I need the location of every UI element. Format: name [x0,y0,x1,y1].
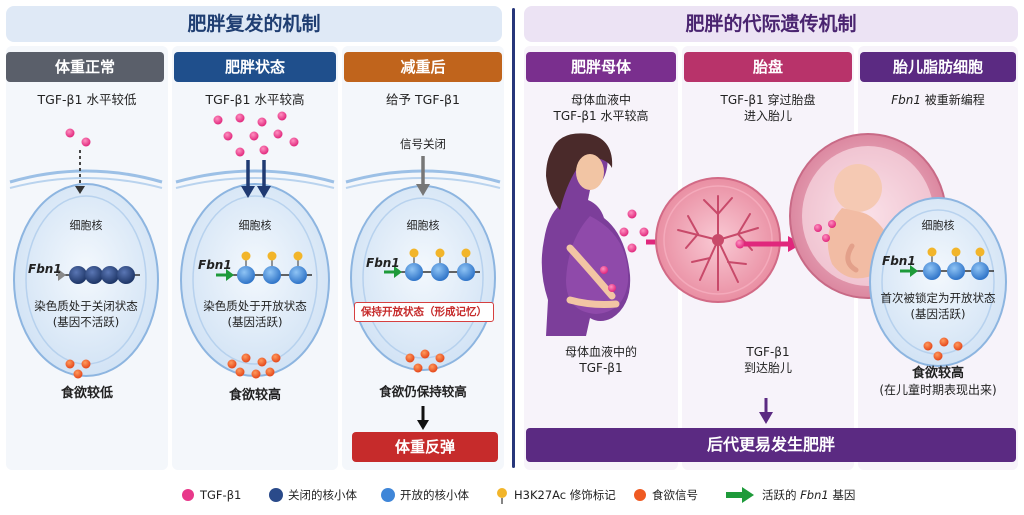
desc-obese: TGF-β1 水平较高 [205,92,305,107]
desc-placenta: TGF-β1 穿过胎盘 进入胎儿 [682,92,854,124]
desc-placenta-line1: TGF-β1 穿过胎盘 [720,93,816,107]
outcome-after-loss: 食欲仍保持较高 [379,384,467,399]
right-section-title: 肥胖的代际遗传机制 [524,6,1018,42]
nucleus-label-after-loss: 细胞核 [406,219,440,232]
appetite-dots-fetal [923,337,963,361]
header-obese: 肥胖状态 [174,52,336,82]
header-normal: 体重正常 [6,52,164,82]
desc-fetal-fat: Fbn1 被重新编程 [858,92,1018,108]
placenta-bottom-line2: 到达胎儿 [743,361,792,375]
green-arrow-icon [726,487,754,503]
dark-nucleosome-icon [269,488,283,502]
yellow-pin-icon [497,488,507,504]
legend: TGF-β1 关闭的核小体 开放的核小体 H3K27Ac 修饰标记 食欲信号 活… [0,478,1024,512]
desc-fetal-gene: Fbn1 [891,93,921,107]
legend-active-prefix: 活跃的 [762,488,801,502]
gene-label-obese: Fbn1 [198,258,232,272]
legend-closed-label: 关闭的核小体 [288,488,357,502]
placenta-illustration [655,177,781,303]
double-arrow-obese [241,160,271,198]
state-fetal-line2: (基因活跃) [910,307,966,321]
placenta-bottom-label: TGF-β1 到达胎儿 [682,344,854,376]
state-normal-line1: 染色质处于关闭状态 [34,299,138,313]
cell-after-loss [345,169,501,371]
gray-arrow-after-loss [416,156,430,196]
legend-mark-label: H3K27Ac 修饰标记 [514,488,616,502]
legend-active-suffix: 基因 [828,488,856,502]
tgf-dots-mother [619,209,649,253]
gene-label-fetal: Fbn1 [882,254,916,268]
outcome-fetal-line2: (在儿童时期表现出来) [879,383,997,397]
state-obese-line1: 染色质处于开放状态 [203,299,307,313]
outcome-obese: 食欲较高 [228,388,281,403]
state-obese-line2: (基因活跃) [227,315,283,329]
tgf-dots-obese [213,111,299,157]
state-normal: 染色质处于关闭状态 (基因不活跃) [16,298,156,330]
legend-open-label: 开放的核小体 [400,488,469,502]
pink-dot-icon [182,489,194,501]
mother-bottom-label: 母体血液中的 TGF-β1 [524,344,678,376]
gene-label-after-loss: Fbn1 [366,256,400,270]
desc-normal: TGF-β1 水平较低 [37,92,137,107]
state-fetal: 首次被锁定为开放状态 (基因活跃) [866,290,1010,322]
nucleus-label-normal: 细胞核 [69,219,103,232]
state-fetal-line1: 首次被锁定为开放状态 [880,291,996,305]
nucleus-label-obese: 细胞核 [238,219,272,232]
state-normal-line2: (基因不活跃) [52,315,120,329]
cell-obese [175,169,335,377]
desc-mother-line2: TGF-β1 水平较高 [553,109,649,123]
left-section-title: 肥胖复发的机制 [6,6,502,42]
outcome-normal: 食欲较低 [60,386,113,401]
chromatin-closed-normal [56,266,140,284]
appetite-dots-after-loss [405,349,445,373]
weight-rebound-result: 体重反弹 [352,432,498,462]
cell-normal [9,169,163,377]
tgf-dots-normal [65,128,91,147]
dashed-arrow-normal [75,150,85,194]
chromatin-open-after-loss [384,248,480,281]
header-after-loss: 减重后 [344,52,502,82]
chromatin-open-fetal [900,247,994,280]
placenta-bottom-line1: TGF-β1 [746,345,790,359]
section-divider [512,8,515,468]
pregnant-mother-illustration [541,133,631,336]
outcome-fetal-line1: 食欲较高 [911,366,964,381]
arrow-to-rebound [417,406,429,430]
memory-label: 保持开放状态（形成记忆） [354,302,494,322]
nucleus-label-fetal: 细胞核 [921,219,955,232]
offspring-obesity-result: 后代更易发生肥胖 [526,428,1016,462]
gene-label-normal: Fbn1 [28,262,62,276]
outcome-fetal: 食欲较高 (在儿童时期表现出来) [858,366,1018,398]
chromatin-open-obese [216,251,312,284]
appetite-dots-obese [227,353,281,379]
desc-mother: 母体血液中 TGF-β1 水平较高 [524,92,678,124]
legend-tgf-label: TGF-β1 [200,488,242,502]
legend-appetite-label: 食欲信号 [652,488,698,502]
blue-nucleosome-icon [381,488,395,502]
desc-fetal-rest: 被重新编程 [920,93,985,107]
state-obese: 染色质处于开放状态 (基因活跃) [184,298,326,330]
mother-bottom-line2: TGF-β1 [579,361,623,375]
legend-active-gene-name: Fbn1 [800,488,829,502]
header-placenta: 胎盘 [684,52,852,82]
orange-dot-icon [634,489,646,501]
desc-mother-line1: 母体血液中 [570,93,631,107]
desc-placenta-line2: 进入胎儿 [743,109,792,123]
header-mother: 肥胖母体 [526,52,676,82]
arrow-to-offspring-result [759,398,773,424]
header-fetal-fat: 胎儿脂肪细胞 [860,52,1016,82]
desc-after-loss: 给予 TGF-β1 [386,92,460,107]
appetite-dots-normal [65,359,91,379]
mother-bottom-line1: 母体血液中的 [564,345,637,359]
signal-off-label: 信号关闭 [400,137,446,151]
cell-fetal-fat [869,197,1007,367]
legend-active-gene: 活跃的 Fbn1 基因 [762,486,855,504]
